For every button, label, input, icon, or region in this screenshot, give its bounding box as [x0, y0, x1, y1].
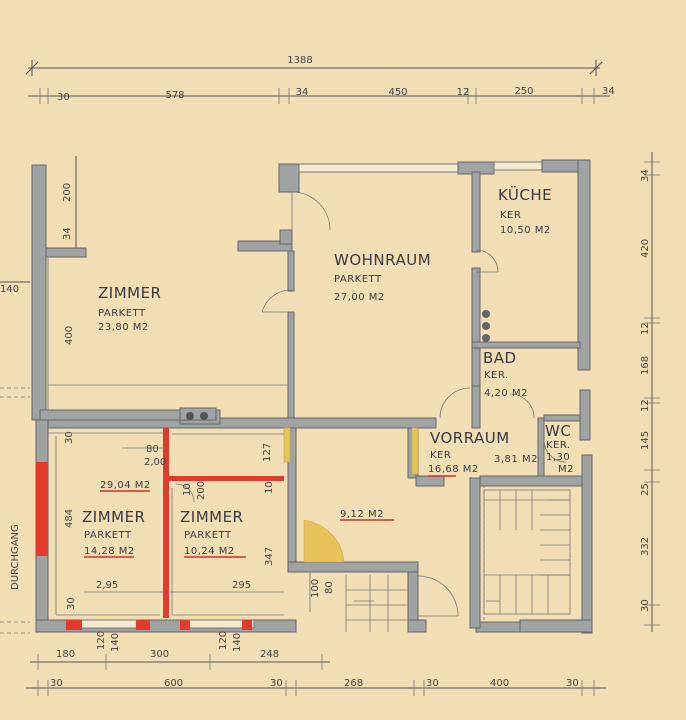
dim-int-127: 127	[262, 443, 273, 462]
dim-int-120b: 120	[218, 631, 229, 650]
dim-right-7: 332	[640, 537, 651, 556]
room-wohnraum-area: 27,00 M2	[334, 292, 385, 303]
dim-bottom2-4: 30	[426, 678, 439, 689]
room-wc-name: WC	[545, 422, 571, 440]
room-zimmer-left-floor: PARKETT	[84, 530, 132, 541]
room-bad-name: BAD	[483, 349, 517, 367]
room-zimmer-left-area: 14,28 M2	[84, 546, 135, 557]
dim-bottom2-0: 30	[50, 678, 63, 689]
interior-dimensions: 80 2,00 10 200 127 10 347 2,95 295 120 1…	[96, 443, 335, 652]
room-wohnraum-name: WOHNRAUM	[334, 251, 431, 269]
room-wc-area: 1,30	[546, 452, 570, 463]
dim-top-0: 30	[57, 92, 70, 103]
dim-int-100: 100	[310, 579, 321, 598]
dim-right-4: 12	[640, 399, 651, 412]
room-zimmer-mid-area: 10,24 M2	[184, 546, 235, 557]
dim-top-4: 12	[457, 87, 470, 98]
dim-right-3: 168	[640, 356, 651, 375]
room-wc-unit: M2	[558, 464, 574, 475]
dim-int-200a: 2,00	[144, 457, 166, 468]
top-dimensions: 1388 30 578 34 450 12 250 34	[25, 55, 615, 104]
dim-int-140b: 140	[232, 633, 243, 652]
room-zimmer-large-area: 23,80 M2	[98, 322, 149, 333]
dim-top-6: 34	[602, 86, 615, 97]
dim-bottom2-5: 400	[490, 678, 509, 689]
dim-int-80b: 80	[324, 581, 335, 594]
dim-int-295a: 2,95	[96, 580, 118, 591]
dim-left-1: 34	[62, 227, 73, 240]
dim-bottom1-2: 248	[260, 649, 279, 660]
dim-left-0: 200	[62, 183, 73, 202]
dim-right-0: 34	[640, 169, 651, 182]
room-zimmer-mid-floor: PARKETT	[184, 530, 232, 541]
stairs	[345, 489, 571, 632]
dim-int-140a: 140	[110, 633, 121, 652]
dim-left-5: 30	[66, 597, 77, 610]
room-zimmer-large-floor: PARKETT	[98, 308, 146, 319]
dim-left-edge: 140	[0, 284, 19, 295]
dim-top-3: 450	[388, 87, 407, 98]
dim-right-2: 12	[640, 322, 651, 335]
dim-left-3: 30	[64, 431, 75, 444]
dim-int-10: 10	[182, 483, 193, 496]
red-walls	[36, 427, 419, 630]
room-kueche-floor: KER	[500, 210, 521, 221]
dim-bottom2-1: 600	[164, 678, 183, 689]
dim-top-2: 34	[296, 87, 309, 98]
dim-int-80: 80	[146, 444, 159, 455]
dim-bottom1-0: 180	[56, 649, 75, 660]
dim-left-2: 400	[64, 326, 75, 345]
room-zimmer-large-name: ZIMMER	[98, 284, 161, 302]
dim-right-5: 145	[640, 431, 651, 450]
room-bad-area: 4,20 M2	[484, 388, 528, 399]
room-vorraum-name: VORRAUM	[430, 429, 510, 447]
dim-bottom2-3: 268	[344, 678, 363, 689]
dim-left-4: 484	[64, 509, 75, 528]
room-kueche-name: KÜCHE	[498, 185, 552, 204]
dim-right-6: 25	[640, 483, 651, 496]
dim-int-347: 347	[264, 547, 275, 566]
dim-int-10b: 10	[264, 481, 275, 494]
dim-bottom1-1: 300	[150, 649, 169, 660]
dim-overall-width: 1388	[287, 55, 312, 66]
room-vorraum-floor: KER	[430, 450, 451, 461]
room-labels: WOHNRAUM PARKETT 27,00 M2 KÜCHE KER 10,5…	[82, 185, 574, 558]
small-room-area: 9,12 M2	[340, 509, 384, 520]
dim-top-1: 578	[165, 90, 184, 101]
room-vorraum-extra-area: 3,81 M2	[494, 454, 538, 465]
durchgang-label: DURCHGANG	[10, 524, 21, 590]
right-dimensions: 34 420 12 168 12 145 25 332 30	[640, 152, 660, 632]
dim-int-200b: 200	[196, 481, 207, 500]
bottom-dimensions: 180 300 248 30 600 30 268 30 400 30	[26, 649, 606, 696]
room-zimmer-left-name: ZIMMER	[82, 508, 145, 526]
dim-bottom2-6: 30	[566, 678, 579, 689]
doors	[175, 191, 567, 617]
combined-area: 29,04 M2	[100, 480, 151, 491]
room-kueche-area: 10,50 M2	[500, 225, 551, 236]
room-wc-floor: KER.	[546, 440, 571, 451]
room-vorraum-area: 16,68 M2	[428, 464, 479, 475]
dim-bottom2-2: 30	[270, 678, 283, 689]
dim-int-295b: 295	[232, 580, 251, 591]
dim-top-5: 250	[514, 86, 533, 97]
room-wohnraum-floor: PARKETT	[334, 274, 382, 285]
dim-right-1: 420	[640, 239, 651, 258]
room-bad-floor: KER.	[484, 370, 509, 381]
room-zimmer-mid-name: ZIMMER	[180, 508, 243, 526]
left-dimensions: 140 200 34 400 30 484 30 DURCHGANG	[0, 156, 77, 634]
dim-int-120a: 120	[96, 631, 107, 650]
dim-right-8: 30	[640, 599, 651, 612]
